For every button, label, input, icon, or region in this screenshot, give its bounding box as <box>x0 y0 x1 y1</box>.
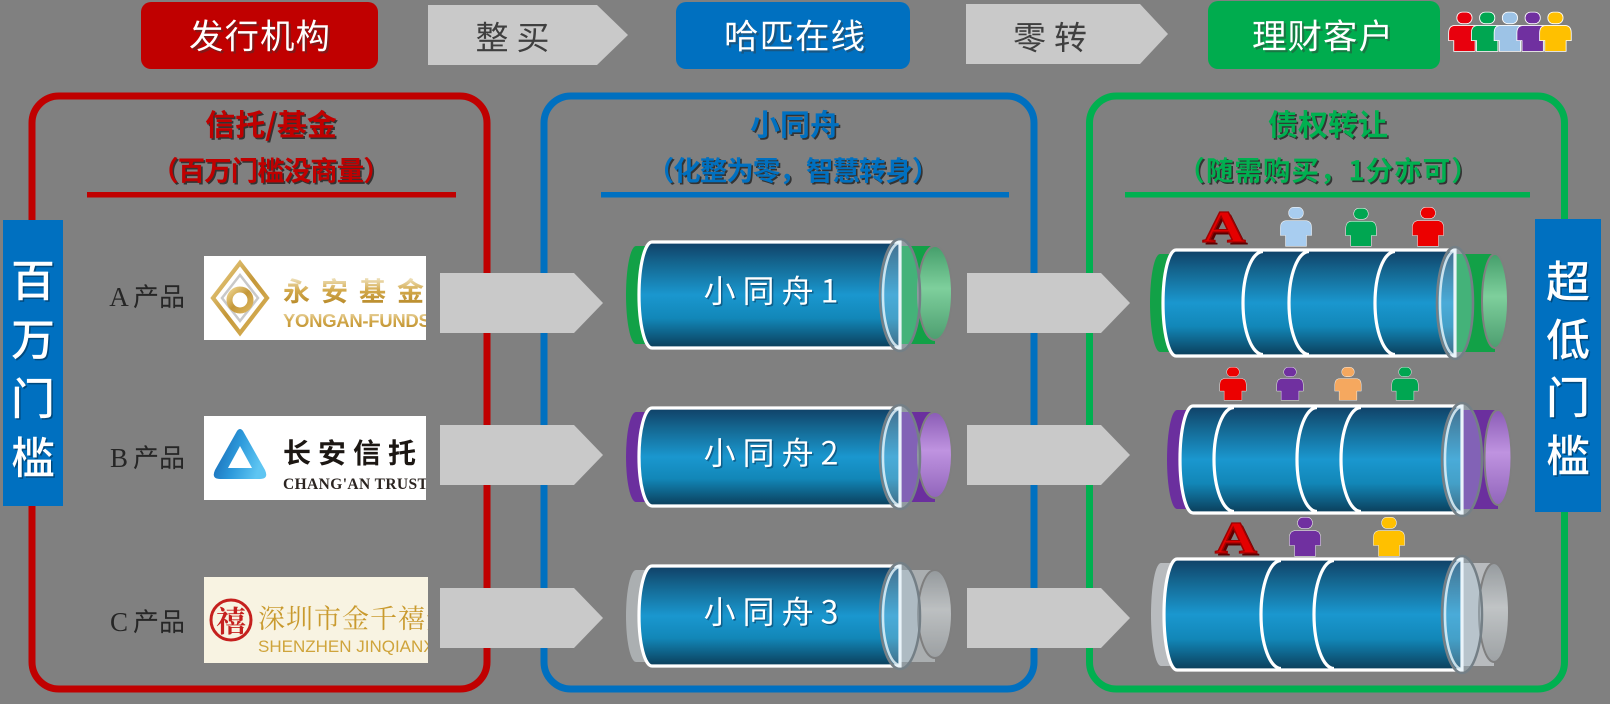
svg-text:A: A <box>109 282 129 312</box>
svg-text:SHENZHEN JINQIANXI R: SHENZHEN JINQIANXI R <box>258 637 456 656</box>
svg-text:A: A <box>1202 201 1246 253</box>
svg-text:B: B <box>110 443 128 473</box>
svg-text:CHANG'AN TRUST: CHANG'AN TRUST <box>283 476 429 493</box>
svg-text:A: A <box>1217 517 1260 566</box>
svg-text:A: A <box>1215 514 1258 563</box>
svg-text:YONGAN-FUNDS: YONGAN-FUNDS <box>283 310 430 331</box>
svg-text:A: A <box>1205 203 1249 255</box>
svg-text:C: C <box>110 607 128 637</box>
